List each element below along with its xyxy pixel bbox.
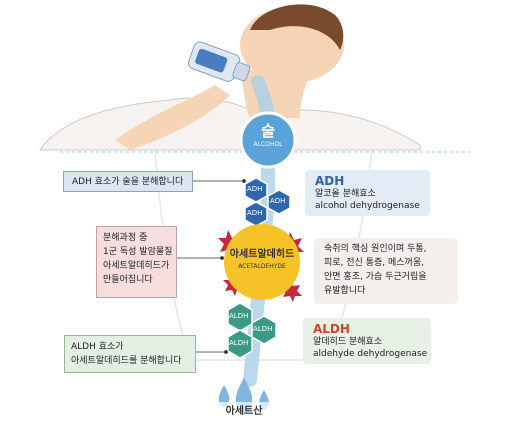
- adh-label-1: ADH: [247, 185, 263, 193]
- adh-label-2: ADH: [270, 197, 286, 205]
- alcohol-label: 술 ALCOHOL: [240, 122, 296, 150]
- shirt: [39, 97, 421, 151]
- adh-callout: ADH 알코올 분해효소 alcohol dehydrogenase: [305, 170, 430, 216]
- adh-callout-en: alcohol dehydrogenase: [315, 201, 420, 211]
- hangover-line-3: 안면 홍조, 가슴 두근거림을: [324, 272, 427, 282]
- burst-4: [281, 280, 302, 302]
- aldh-hexagons: [227, 302, 277, 359]
- aldh-line-1: ALDH 효소가: [71, 342, 124, 352]
- aldh-callout-en: aldehyde dehydrogenase: [313, 349, 428, 359]
- aldh-hexagon-3: [227, 329, 253, 359]
- adh-label-3: ADH: [247, 209, 263, 217]
- connector-lines: [177, 179, 246, 354]
- acetic-acid-label: 아세트산: [214, 402, 274, 417]
- adh-step-box: ADH 효소가 술을 분해합니다: [63, 171, 193, 192]
- alcohol-circle: [239, 111, 297, 169]
- arm: [115, 85, 230, 150]
- toxic-line-4: 만들어집니다: [103, 275, 153, 285]
- acetaldehyde-en: ACETALDEHYDE: [238, 263, 286, 270]
- aldh-callout-ko: 알데히드 분해효소: [313, 337, 383, 347]
- adh-step-text: ADH 효소가 술을 분해합니다: [72, 177, 184, 187]
- adh-callout-title: ADH: [315, 174, 345, 188]
- aldh-callout-title: ALDH: [313, 322, 350, 336]
- aldh-label-2: ALDH: [253, 325, 273, 333]
- alcohol-ko: 술: [261, 122, 275, 140]
- aldh-callout: ALDH 알데히드 분해효소 aldehyde dehydrogenase: [303, 318, 431, 364]
- aldh-label-1: ALDH: [229, 312, 249, 320]
- aldh-line-2: 아세트알데히드를 분해합니다: [71, 356, 182, 366]
- aldh-label-3: ALDH: [229, 339, 249, 347]
- toxic-line-3: 아세트알데히드가: [103, 261, 170, 271]
- adh-hexagons: [244, 177, 291, 227]
- hair: [250, 4, 344, 50]
- aldh-step-box: ALDH 효소가 아세트알데히드를 분해합니다: [64, 335, 196, 373]
- toxic-step-box: 분해과정 중 1군 독성 발암물질 아세트알데히드가 만들어집니다: [96, 226, 177, 298]
- hangover-line-2: 피로, 전신 통증, 메스꺼움,: [324, 258, 424, 268]
- acetaldehyde-label: 아세트알데히드 ACETALDEHYDE: [222, 248, 302, 272]
- drop-left: [218, 385, 230, 407]
- alcohol-en: ALCOHOL: [253, 141, 283, 148]
- hangover-callout: 숙취의 핵심 원인이며 두통, 피로, 전신 통증, 메스꺼움, 안면 홍조, …: [314, 238, 458, 304]
- hangover-line-4: 유발합니다: [324, 286, 366, 296]
- adh-hexagon-2: [267, 189, 291, 215]
- toxic-line-1: 분해과정 중: [103, 233, 148, 243]
- aldh-hexagon-2: [251, 315, 277, 345]
- acetaldehyde-circle: [224, 224, 300, 300]
- acetaldehyde-ko: 아세트알데히드: [229, 249, 295, 260]
- toxic-line-2: 1군 독성 발암물질: [103, 247, 173, 257]
- hangover-line-1: 숙취의 핵심 원인이며 두통,: [324, 244, 427, 254]
- bottle-icon: [187, 41, 251, 82]
- adh-callout-ko: 알코올 분해효소: [315, 189, 376, 199]
